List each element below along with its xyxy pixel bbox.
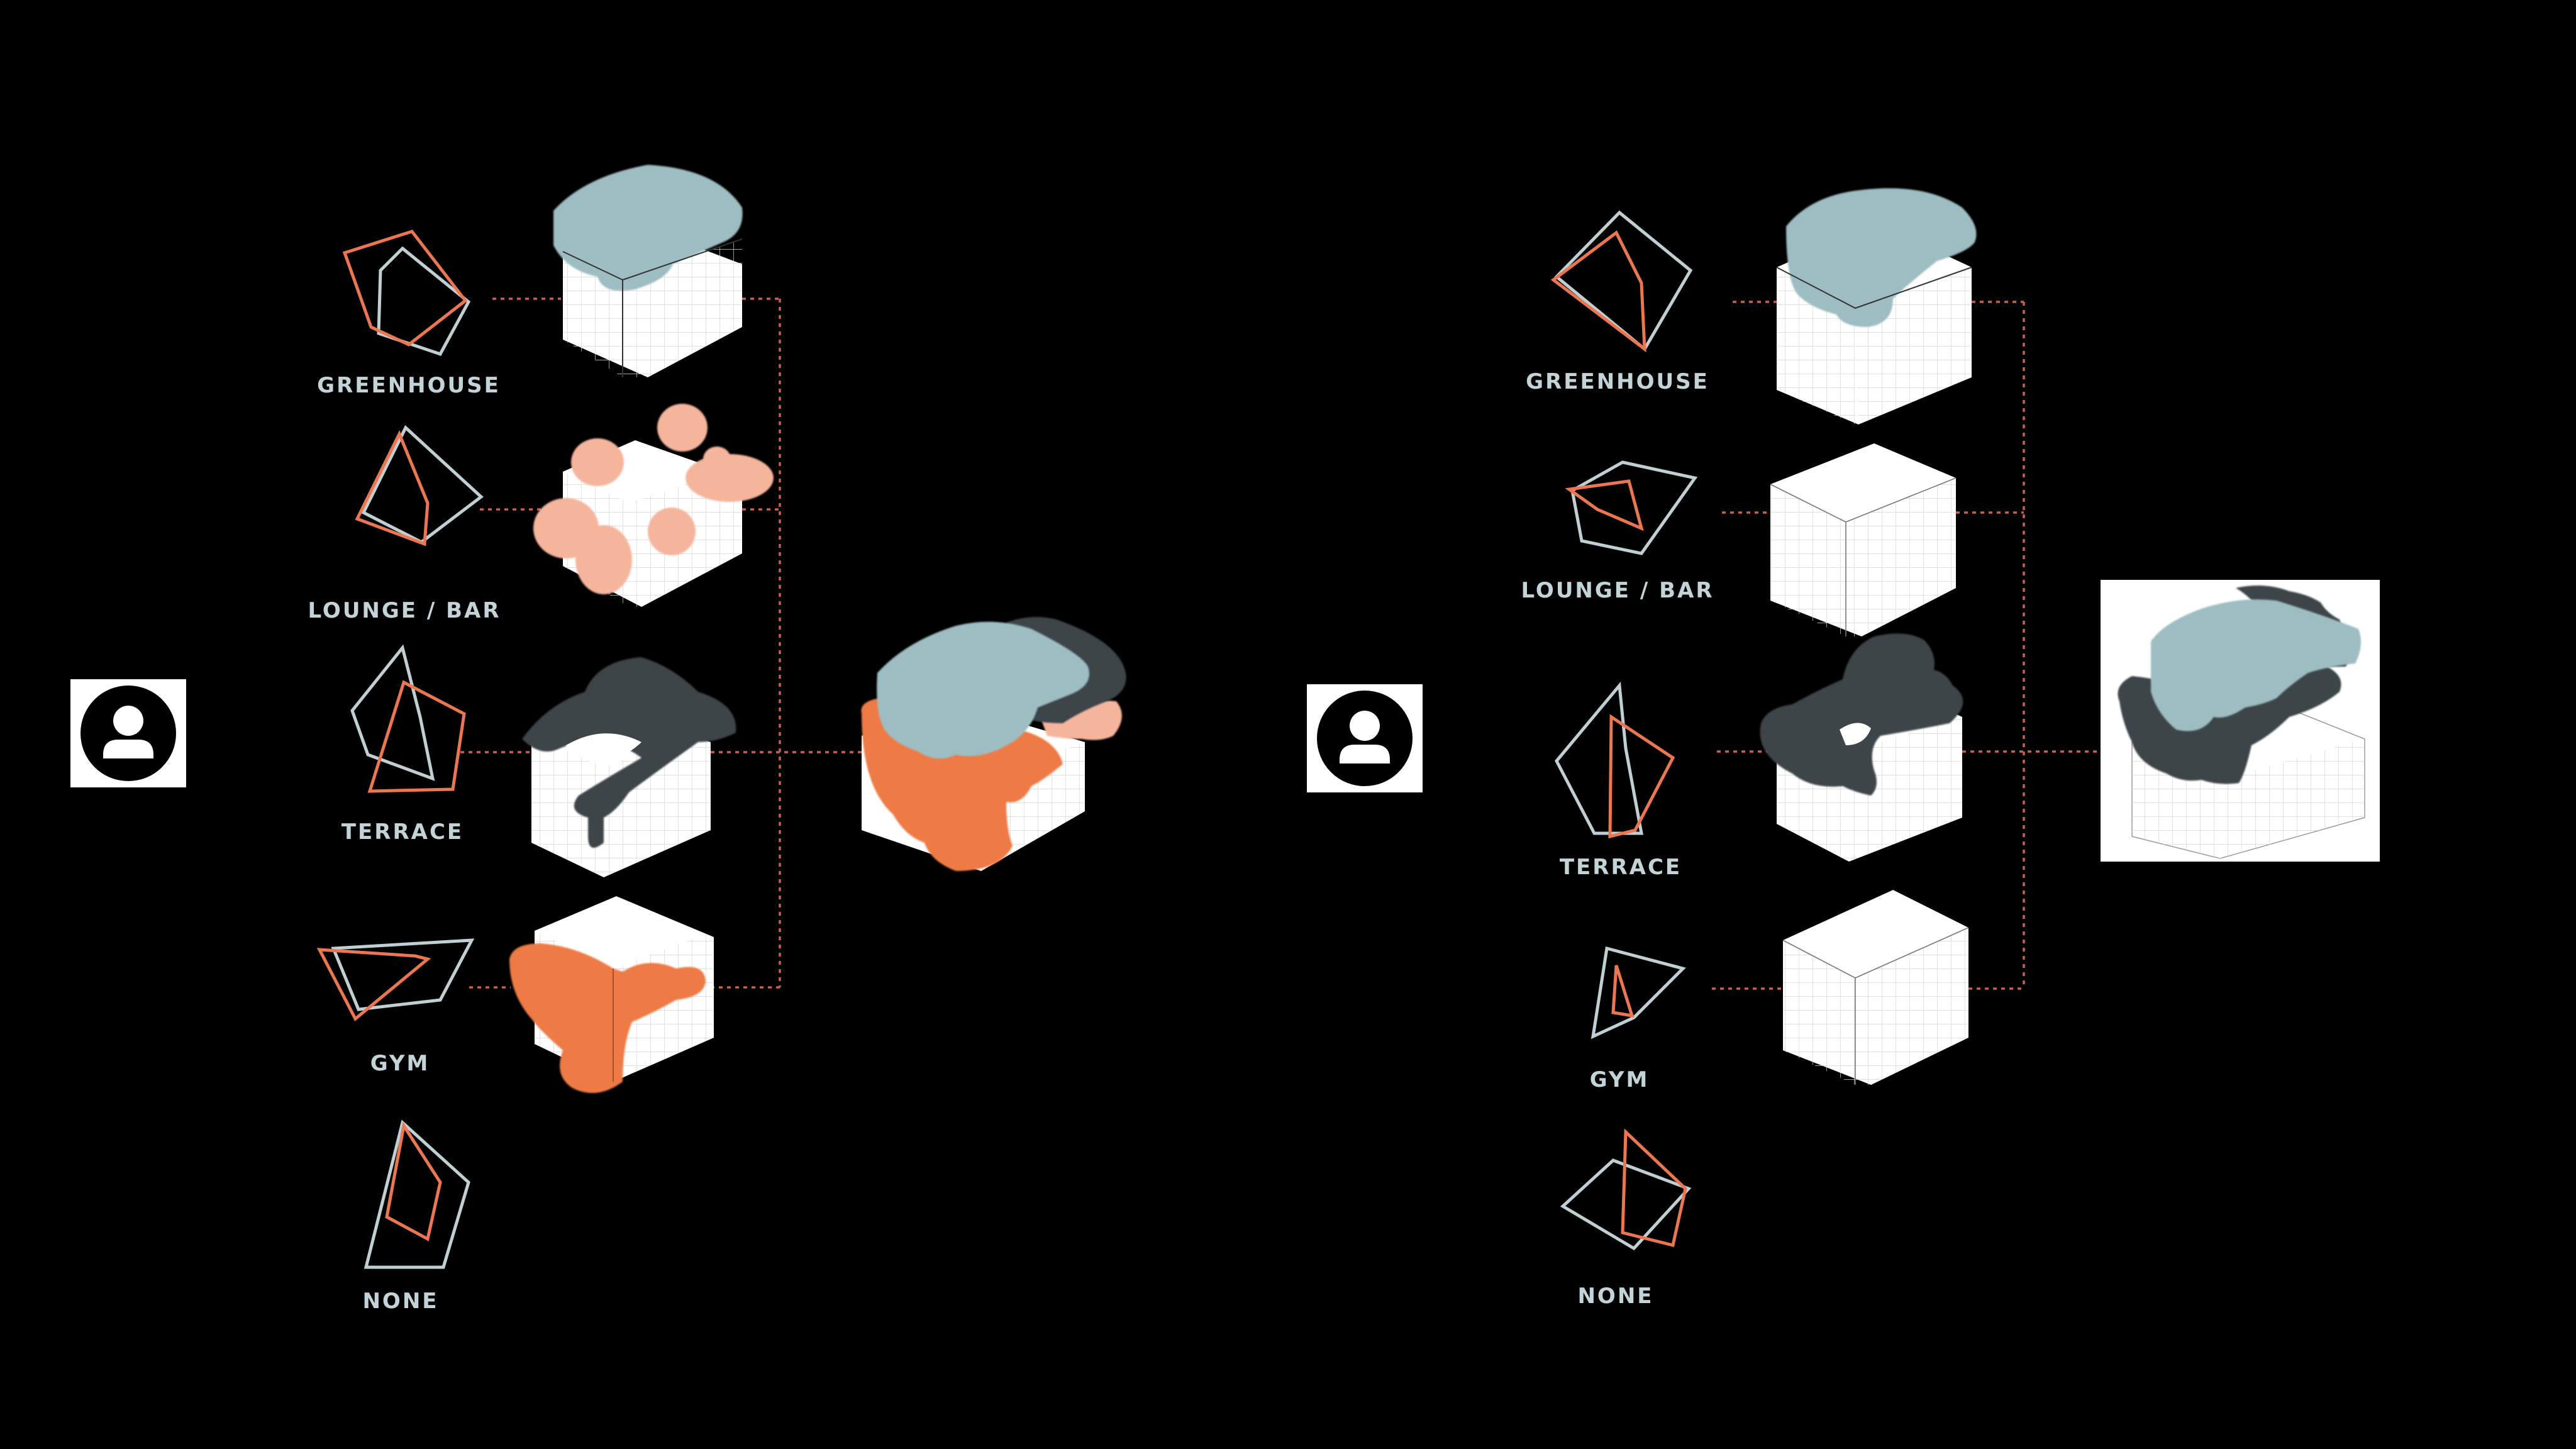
radar-chart-icon [1555,681,1675,839]
radar-chart-icon [1550,210,1693,353]
program-label: LOUNGE / BAR [1521,578,1714,603]
radar-chart-icon [1591,946,1686,1040]
radar-chart-icon [316,938,475,1021]
program-label: NONE [1577,1284,1653,1309]
program-label: GYM [370,1051,430,1076]
left-panel: GREENHOUSE LOUNGE / BAR TERRACE GYM NONE [70,165,1126,1314]
radar-chart-icon [364,1119,470,1269]
user-avatar-icon[interactable] [1307,684,1423,792]
right-panel: GREENHOUSE LOUNGE / BAR TERRACE GYM NONE [1307,188,2380,1309]
radar-chart-icon [355,425,484,547]
connector-lines [1712,301,2101,990]
greenhouse-massing[interactable] [553,165,743,377]
terrace-massing[interactable] [522,657,736,877]
terrace-massing[interactable] [1760,633,1963,862]
lounge-bar-massing[interactable] [1770,443,1957,636]
radar-chart-icon [1565,460,1698,555]
program-label: TERRACE [341,819,464,845]
greenhouse-massing[interactable] [1776,188,1977,425]
program-label: TERRACE [1560,855,1682,880]
radar-chart-icon [350,644,466,793]
gym-massing[interactable] [509,896,714,1093]
radar-chart-icon [342,230,471,357]
program-label: GREENHOUSE [1526,369,1709,394]
program-label: LOUNGE / BAR [308,598,501,623]
program-label: GYM [1590,1067,1650,1092]
connector-lines [460,297,862,989]
combined-massing-result[interactable] [2101,580,2380,862]
combined-massing-result[interactable] [861,617,1126,871]
radar-chart-icon [1560,1128,1692,1251]
lounge-bar-massing[interactable] [533,404,774,607]
gym-massing[interactable] [1782,890,1969,1085]
user-avatar-icon[interactable] [70,679,186,787]
program-label: NONE [362,1289,438,1314]
program-label: GREENHOUSE [317,373,501,398]
